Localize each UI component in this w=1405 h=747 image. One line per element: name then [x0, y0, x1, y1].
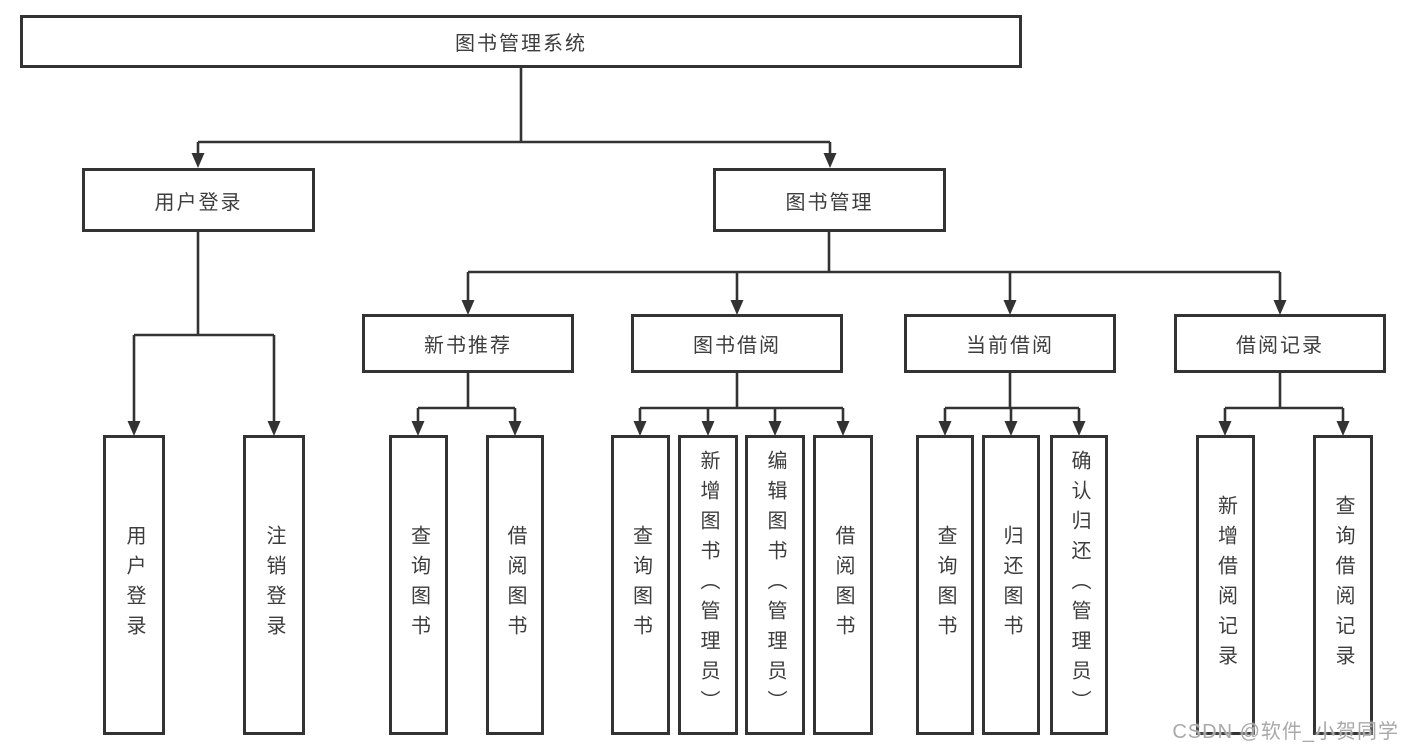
leaf-borrow-borrow-books-label: 借阅图书 [832, 525, 854, 645]
connector-root-to-level2 [191, 67, 837, 168]
leaf-records-add-record-label: 新增借阅记录 [1214, 495, 1237, 675]
leaf-borrow-borrow-books: 借阅图书 [813, 435, 873, 735]
leaf-current-return-books-label: 归还图书 [1000, 525, 1022, 645]
node-current-borrow: 当前借阅 [904, 314, 1116, 373]
node-root: 图书管理系统 [20, 15, 1022, 68]
leaf-borrow-edit-books-admin: 编辑图书（管理员） [745, 435, 805, 735]
leaf-user-login-label: 用户登录 [123, 525, 145, 645]
connector-current-borrow-branch [938, 373, 1086, 436]
leaf-records-add-record: 新增借阅记录 [1196, 435, 1255, 735]
node-user-login: 用户登录 [82, 168, 315, 232]
connector-borrow-records-branch [1218, 373, 1350, 436]
leaf-current-confirm-return-admin-label: 确认归还（管理员） [1068, 450, 1090, 720]
leaf-borrow-query-books: 查询图书 [611, 435, 670, 735]
leaf-current-return-books: 归还图书 [982, 435, 1040, 735]
leaf-records-query-record: 查询借阅记录 [1313, 435, 1373, 735]
leaf-current-query-books-label: 查询图书 [934, 525, 956, 645]
node-new-book-recommend-label: 新书推荐 [424, 335, 512, 357]
node-book-borrow-label: 图书借阅 [693, 335, 781, 357]
leaf-current-query-books: 查询图书 [916, 435, 974, 735]
node-book-borrow: 图书借阅 [631, 314, 843, 373]
connector-user-login-branch [127, 232, 281, 436]
node-book-management-label: 图书管理 [785, 191, 874, 214]
connector-book-management-branch [461, 232, 1287, 315]
node-book-management: 图书管理 [713, 168, 946, 232]
leaf-logout-label: 注销登录 [263, 525, 285, 645]
leaf-records-query-record-label: 查询借阅记录 [1332, 495, 1354, 675]
leaf-borrow-query-books-label: 查询图书 [629, 525, 652, 645]
leaf-user-login: 用户登录 [103, 435, 165, 735]
leaf-newrec-borrow-books: 借阅图书 [486, 435, 544, 735]
leaf-newrec-query-books-label: 查询图书 [407, 525, 430, 645]
node-new-book-recommend: 新书推荐 [362, 314, 574, 373]
leaf-borrow-add-books-admin-label: 新增图书（管理员） [697, 450, 719, 720]
connector-book-borrow-branch [633, 373, 850, 436]
csdn-watermark: CSDN @软件_小贺同学 [1172, 721, 1399, 743]
leaf-newrec-borrow-books-label: 借阅图书 [504, 525, 526, 645]
leaf-newrec-query-books: 查询图书 [389, 435, 448, 735]
connector-new-book-recommend-branch [411, 373, 522, 436]
node-borrow-records: 借阅记录 [1174, 314, 1386, 373]
leaf-borrow-add-books-admin: 新增图书（管理员） [678, 435, 738, 735]
leaf-borrow-edit-books-admin-label: 编辑图书（管理员） [764, 450, 786, 720]
node-root-label: 图书管理系统 [455, 33, 587, 55]
node-user-login-label: 用户登录 [154, 191, 243, 214]
node-current-borrow-label: 当前借阅 [966, 335, 1054, 357]
node-borrow-records-label: 借阅记录 [1236, 335, 1324, 357]
leaf-logout: 注销登录 [243, 435, 305, 735]
leaf-current-confirm-return-admin: 确认归还（管理员） [1050, 435, 1108, 735]
